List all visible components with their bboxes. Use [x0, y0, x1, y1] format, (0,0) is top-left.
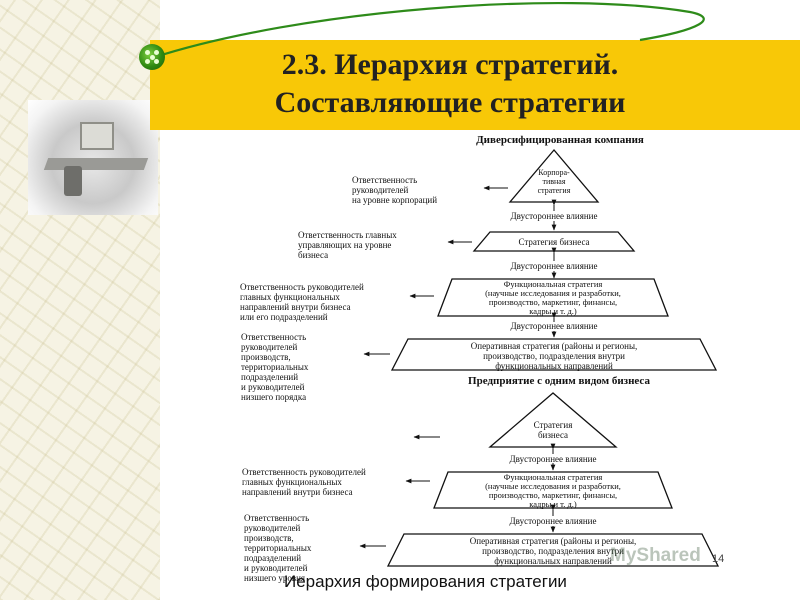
bullet-icon: [139, 44, 165, 70]
slide-title: 2.3. Иерархия стратегий. Составляющие ст…: [210, 46, 690, 122]
influence-label-1: Двустороннее влияние: [510, 211, 598, 221]
page-number: 14: [712, 553, 725, 565]
operational-strategy-2-label: Оперативная стратегия (районы и регионы,…: [469, 536, 637, 566]
watermark-logo: MyShared: [610, 545, 701, 566]
operational-strategy-shape: [390, 338, 718, 371]
responsibility-functional: Ответственность руководителей главных фу…: [240, 282, 364, 322]
influence-label-5: Двустороннее влияние: [509, 516, 597, 526]
responsibility-functional-2: Ответственность руководителей главных фу…: [242, 467, 366, 497]
functional-strategy-shape: [437, 278, 669, 317]
diagram2-title: Предприятие с одним видом бизнеса: [468, 375, 650, 387]
business-strategy-2-label: Стратегия бизнеса: [533, 420, 573, 440]
functional-strategy-label: Функциональная стратегия (научные исслед…: [485, 279, 621, 316]
influence-label-2: Двустороннее влияние: [510, 261, 598, 271]
office-photo: [28, 100, 158, 215]
functional-strategy-2-label: Функциональная стратегия (научные исслед…: [485, 472, 621, 509]
slide-title-line2: Составляющие стратегии: [274, 86, 626, 119]
chair-image: [64, 166, 82, 196]
corporate-strategy-label: Корпора- тивная стратегия: [537, 168, 571, 195]
title-banner: [150, 40, 800, 130]
diagram1-title: Диверсифицированная компания: [476, 134, 644, 146]
functional-strategy-2-shape: [433, 471, 673, 509]
responsibility-operational-2: Ответственность руководителей производст…: [244, 513, 312, 583]
responsibility-operational: Ответственность руководителей производст…: [241, 332, 309, 402]
diagram-header-strip: [240, 136, 720, 148]
influence-label-4: Двустороннее влияние: [509, 454, 597, 464]
influence-label-3: Двустороннее влияние: [510, 321, 598, 331]
responsibility-corporate: Ответственность руководителей на уровне …: [352, 175, 438, 205]
responsibility-business: Ответственность главных управляющих на у…: [298, 230, 397, 260]
slide-caption: Иерархия формирования стратегии: [284, 572, 567, 591]
monitor-image: [80, 122, 114, 150]
business-strategy-label: Стратегия бизнеса: [518, 237, 590, 247]
slide-title-line1: 2.3. Иерархия стратегий.: [281, 48, 619, 81]
operational-strategy-label: Оперативная стратегия (районы и регионы,…: [470, 341, 638, 371]
operational-strategy-2-shape: [386, 533, 720, 567]
business-strategy-shape: [472, 231, 636, 252]
